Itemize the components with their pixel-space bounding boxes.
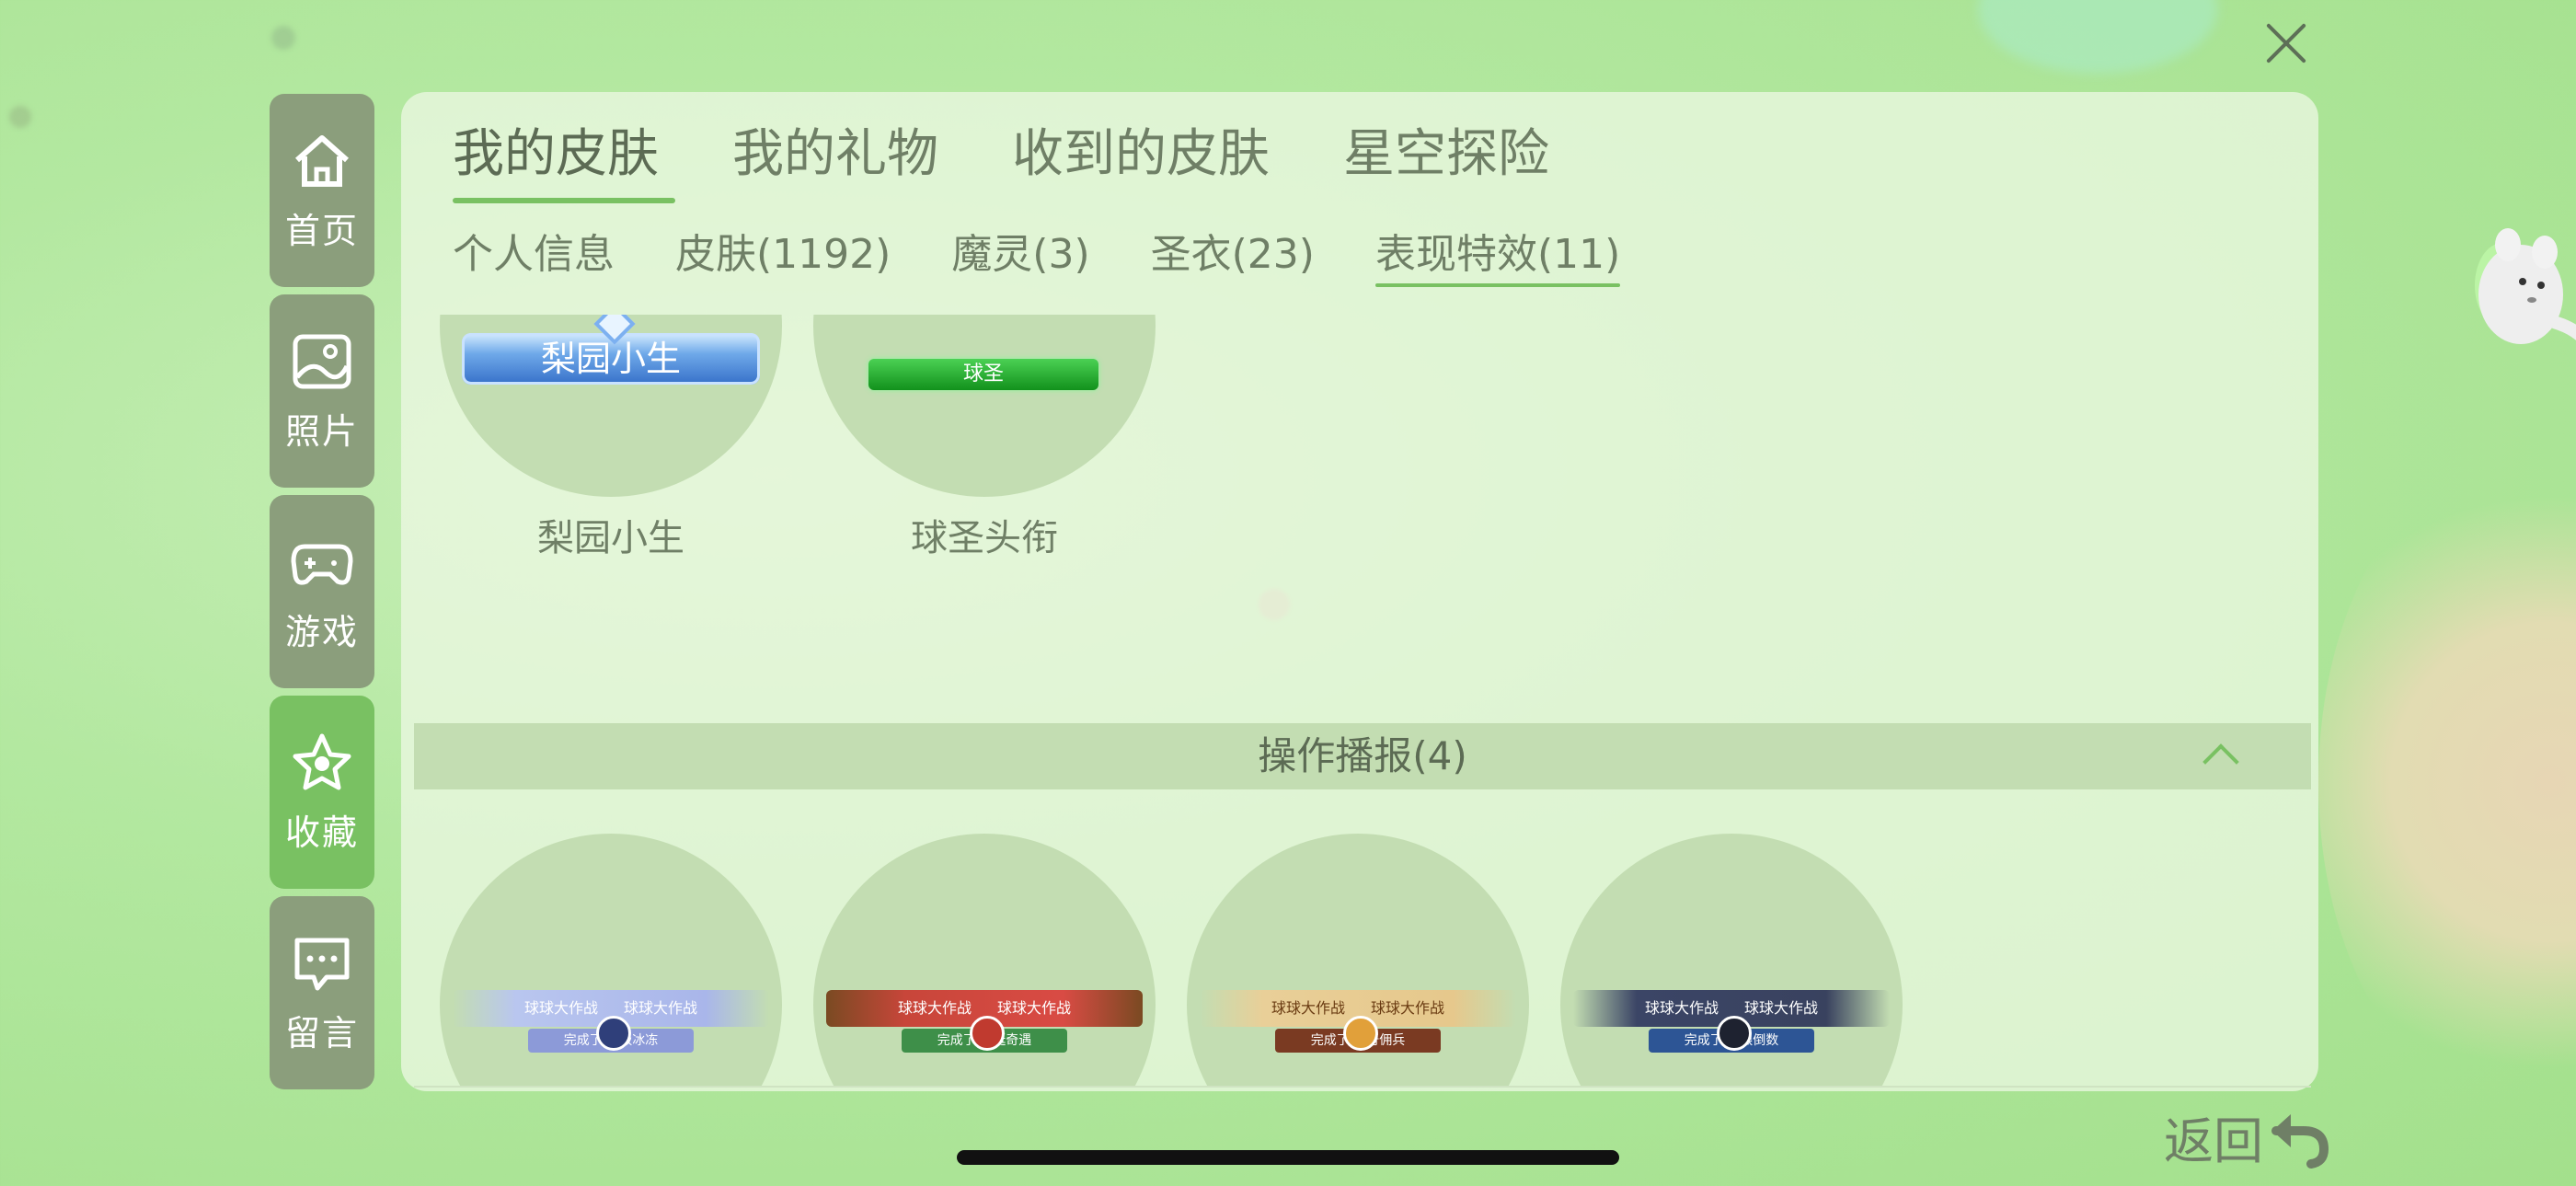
broadcast-card[interactable]: 球球大作战 球球大作战 完成了 极限倒数 <box>1560 834 1903 1088</box>
tab-received-skins[interactable]: 收到的皮肤 <box>1012 124 1270 184</box>
banner-left-text: 球球大作战 <box>523 999 598 1017</box>
sidebar-item-photo[interactable]: 照片 <box>270 294 374 488</box>
title-badge: 球圣 <box>868 359 1098 390</box>
broadcast-card[interactable]: 球球大作战 球球大作战 完成了 超级冰冻 <box>440 834 782 1088</box>
banner-right-text: 球球大作战 <box>997 999 1072 1017</box>
title-label: 球圣头衔 <box>911 517 1058 559</box>
close-icon[interactable] <box>2263 20 2309 66</box>
subtab-armor[interactable]: 圣衣(23) <box>1150 231 1315 278</box>
tab-my-skins[interactable]: 我的皮肤 <box>453 112 675 203</box>
message-icon <box>294 938 350 990</box>
subtab-spirits[interactable]: 魔灵(3) <box>951 231 1090 278</box>
medal-icon <box>1343 1016 1378 1051</box>
home-icon <box>295 134 349 187</box>
banner-right-text: 球球大作战 <box>1371 999 1445 1017</box>
sidebar-item-label: 首页 <box>284 210 359 251</box>
sidebar-item-home[interactable]: 首页 <box>270 94 374 287</box>
background-blob <box>2318 460 2576 1104</box>
title-preview[interactable]: 球圣 <box>813 315 1156 497</box>
section-header-broadcast[interactable]: 操作播报(4) <box>414 723 2311 789</box>
sidebar-item-messages[interactable]: 留言 <box>270 896 374 1089</box>
broadcast-preview[interactable]: 球球大作战 球球大作战 完成了 极限倒数 <box>1560 834 1903 1088</box>
sidebar-item-label: 留言 <box>284 1012 359 1054</box>
banner-left-text: 球球大作战 <box>1271 999 1345 1017</box>
back-label: 返回 <box>2164 1112 2263 1170</box>
background-blob <box>9 106 31 128</box>
gamepad-icon <box>291 544 353 585</box>
broadcast-banner: 球球大作战 球球大作战 <box>826 990 1143 1027</box>
divider <box>414 1086 2311 1088</box>
return-arrow-icon <box>2271 1113 2329 1169</box>
effects-scroll-area[interactable]: 梨园小生 梨园小生 球圣 球圣头衔 操作播报(4) 球球大作战 球球大作战 完成… <box>414 315 2311 1088</box>
title-badge: 梨园小生 <box>462 333 760 385</box>
banner-right-text: 球球大作战 <box>1744 999 1819 1017</box>
background-blob <box>1978 0 2217 74</box>
broadcast-banner: 球球大作战 球球大作战 <box>453 990 769 1027</box>
banner-right-text: 球球大作战 <box>624 999 698 1017</box>
broadcast-preview[interactable]: 球球大作战 球球大作战 完成了 圣诞奇遇 <box>813 834 1156 1088</box>
mascot-character[interactable] <box>2466 221 2576 359</box>
banner-left-text: 球球大作战 <box>1644 999 1719 1017</box>
title-card[interactable]: 球圣 球圣头衔 <box>813 315 1156 561</box>
sidebar-item-label: 收藏 <box>284 812 359 853</box>
medal-icon <box>1717 1016 1752 1051</box>
sidebar-item-games[interactable]: 游戏 <box>270 495 374 688</box>
section-title: 操作播报(4) <box>1258 733 1467 778</box>
sidebar-item-label: 游戏 <box>284 611 359 652</box>
sidebar: 首页 照片 游戏 收藏 留言 <box>270 94 374 1097</box>
sub-tabs: 个人信息 皮肤(1192) 魔灵(3) 圣衣(23) 表现特效(11) <box>453 221 1681 287</box>
background-blob <box>271 26 295 50</box>
broadcast-preview[interactable]: 球球大作战 球球大作战 完成了 超级冰冻 <box>440 834 782 1088</box>
banner-left-text: 球球大作战 <box>897 999 972 1017</box>
chevron-up-icon[interactable] <box>2202 743 2239 780</box>
subtab-effects[interactable]: 表现特效(11) <box>1374 221 1621 287</box>
medal-icon <box>596 1016 631 1051</box>
photo-icon <box>293 334 351 388</box>
medal-icon <box>970 1016 1005 1051</box>
title-label: 梨园小生 <box>537 517 684 559</box>
subtab-skins[interactable]: 皮肤(1192) <box>675 231 891 278</box>
title-card[interactable]: 梨园小生 梨园小生 <box>440 315 782 561</box>
sidebar-item-favorites[interactable]: 收藏 <box>270 696 374 889</box>
home-indicator[interactable] <box>957 1150 1619 1165</box>
tab-my-gifts[interactable]: 我的礼物 <box>732 124 938 184</box>
broadcast-card[interactable]: 球球大作战 球球大作战 完成了 圣诞奇遇 <box>813 834 1156 1088</box>
back-button[interactable]: 返回 <box>2164 1100 2331 1173</box>
sidebar-item-label: 照片 <box>284 410 359 452</box>
subtab-profile[interactable]: 个人信息 <box>453 231 615 278</box>
main-panel: 我的皮肤 我的礼物 收到的皮肤 星空探险 个人信息 皮肤(1192) 魔灵(3)… <box>401 92 2318 1091</box>
tab-star-adventure[interactable]: 星空探险 <box>1343 124 1549 184</box>
star-icon <box>293 733 351 789</box>
title-preview[interactable]: 梨园小生 <box>440 315 782 497</box>
broadcast-card[interactable]: 球球大作战 球球大作战 完成了 传奇佣兵 <box>1187 834 1529 1088</box>
broadcast-preview[interactable]: 球球大作战 球球大作战 完成了 传奇佣兵 <box>1187 834 1529 1088</box>
main-tabs: 我的皮肤 我的礼物 收到的皮肤 星空探险 <box>453 112 1623 203</box>
